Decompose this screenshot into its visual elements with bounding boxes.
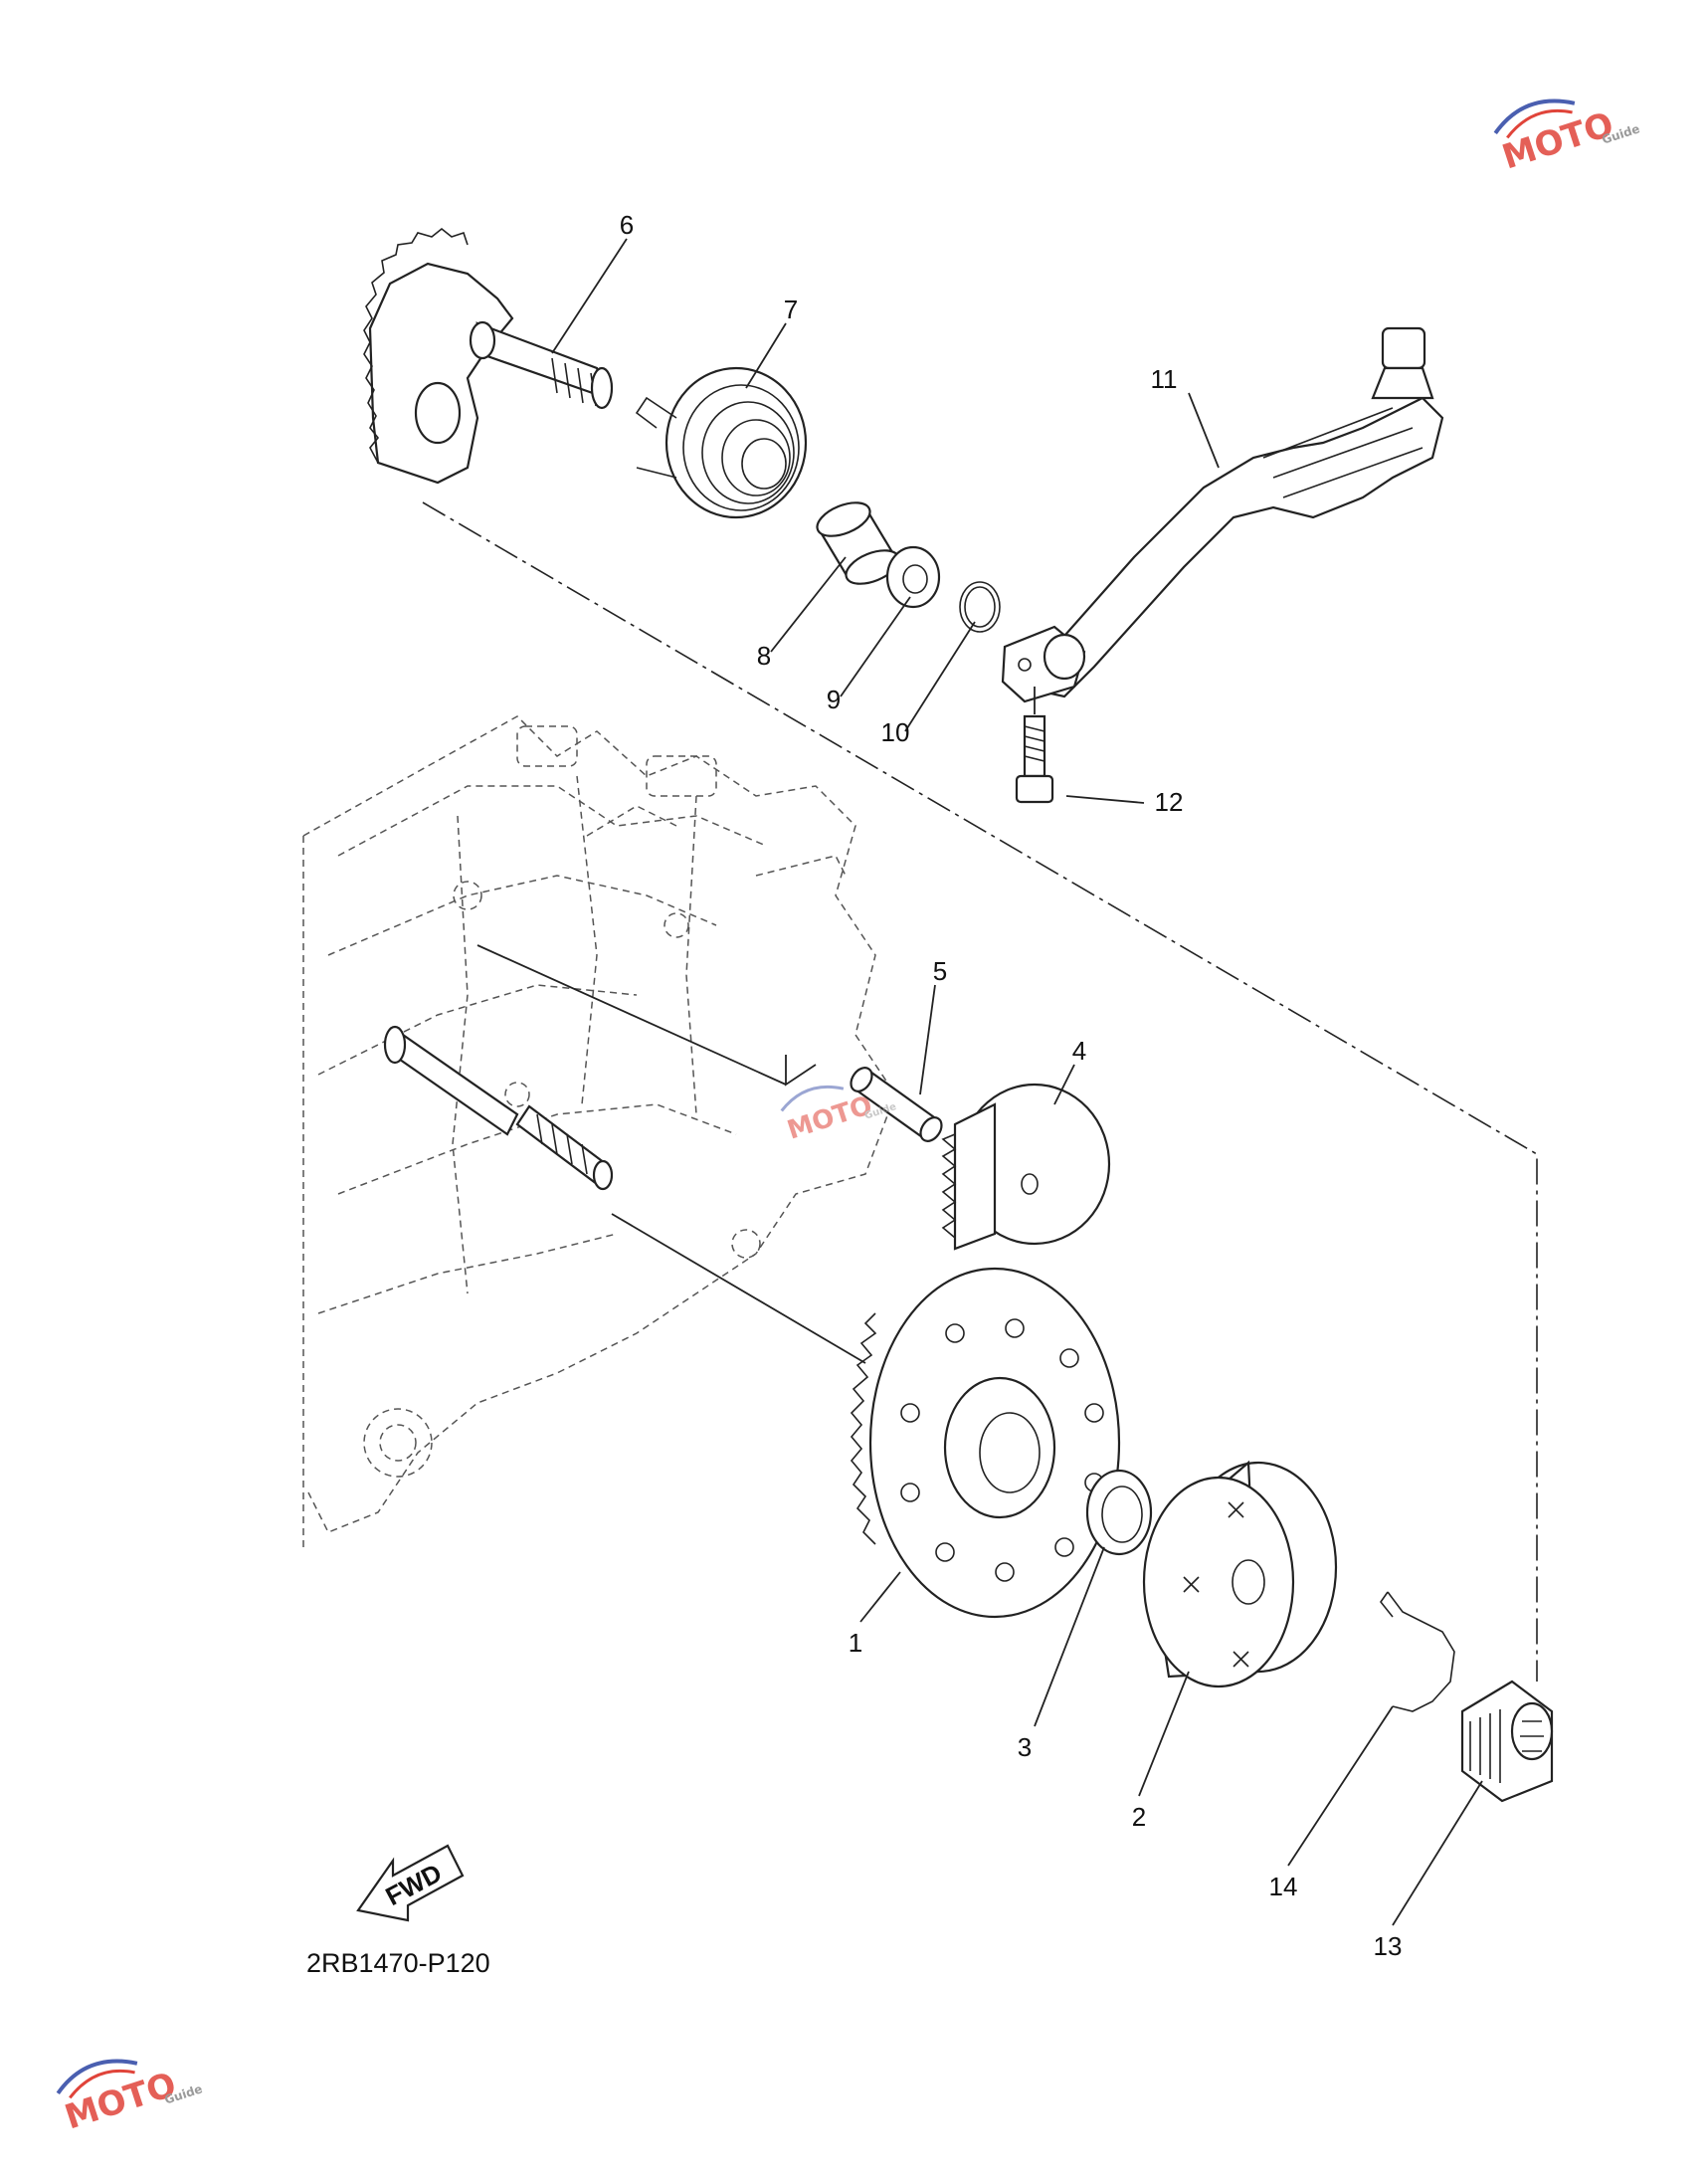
callout-labels: 6 7 11 8 9 10 12 5 4 1 3 2 14 13 [620, 210, 1403, 1961]
watermark-text: MOTO [784, 1090, 876, 1146]
watermark-text: MOTO [60, 2065, 181, 2138]
part-5-pin [850, 1067, 943, 1142]
part-13-pinion [1460, 1680, 1554, 1803]
leader-lines [551, 238, 1483, 1926]
part-3-washer [1085, 1469, 1153, 1556]
part-10-circlip [959, 581, 1001, 633]
callout-6: 6 [620, 210, 634, 240]
part-2-clutch-plate [1142, 1460, 1338, 1688]
callout-14: 14 [1269, 1872, 1298, 1901]
part-12-bolt [1015, 687, 1054, 804]
callout-5: 5 [933, 956, 947, 986]
part-6-kick-axle [363, 227, 614, 485]
callout-2: 2 [1132, 1802, 1146, 1832]
watermark-bottom-left: MOTO Guide [56, 2059, 204, 2138]
part-4-idler-gear [941, 1083, 1111, 1251]
callout-10: 10 [881, 717, 910, 747]
fwd-arrow: FWD [356, 1844, 465, 1922]
part-11-kick-crank [1001, 326, 1444, 703]
part-7-spring [635, 366, 808, 519]
part-14-clip [1380, 1591, 1455, 1712]
watermark-text: MOTO [1497, 104, 1618, 178]
part-9-washer [885, 545, 941, 609]
callout-13: 13 [1374, 1931, 1403, 1961]
callout-12: 12 [1155, 787, 1184, 817]
watermark-top-right: MOTO Guide [1493, 99, 1641, 178]
callout-3: 3 [1018, 1732, 1032, 1762]
callout-9: 9 [827, 685, 841, 714]
part-1-starter-gear [850, 1267, 1121, 1619]
crankcase-outline [302, 715, 896, 1552]
case-shafts [383, 1025, 614, 1191]
callout-1: 1 [849, 1628, 862, 1658]
callout-7: 7 [784, 295, 798, 324]
callout-8: 8 [757, 641, 771, 671]
callout-11: 11 [1151, 364, 1178, 394]
drawing-code: 2RB1470-P120 [306, 1948, 490, 1978]
callout-4: 4 [1072, 1036, 1086, 1066]
part-8-bush [816, 501, 900, 585]
